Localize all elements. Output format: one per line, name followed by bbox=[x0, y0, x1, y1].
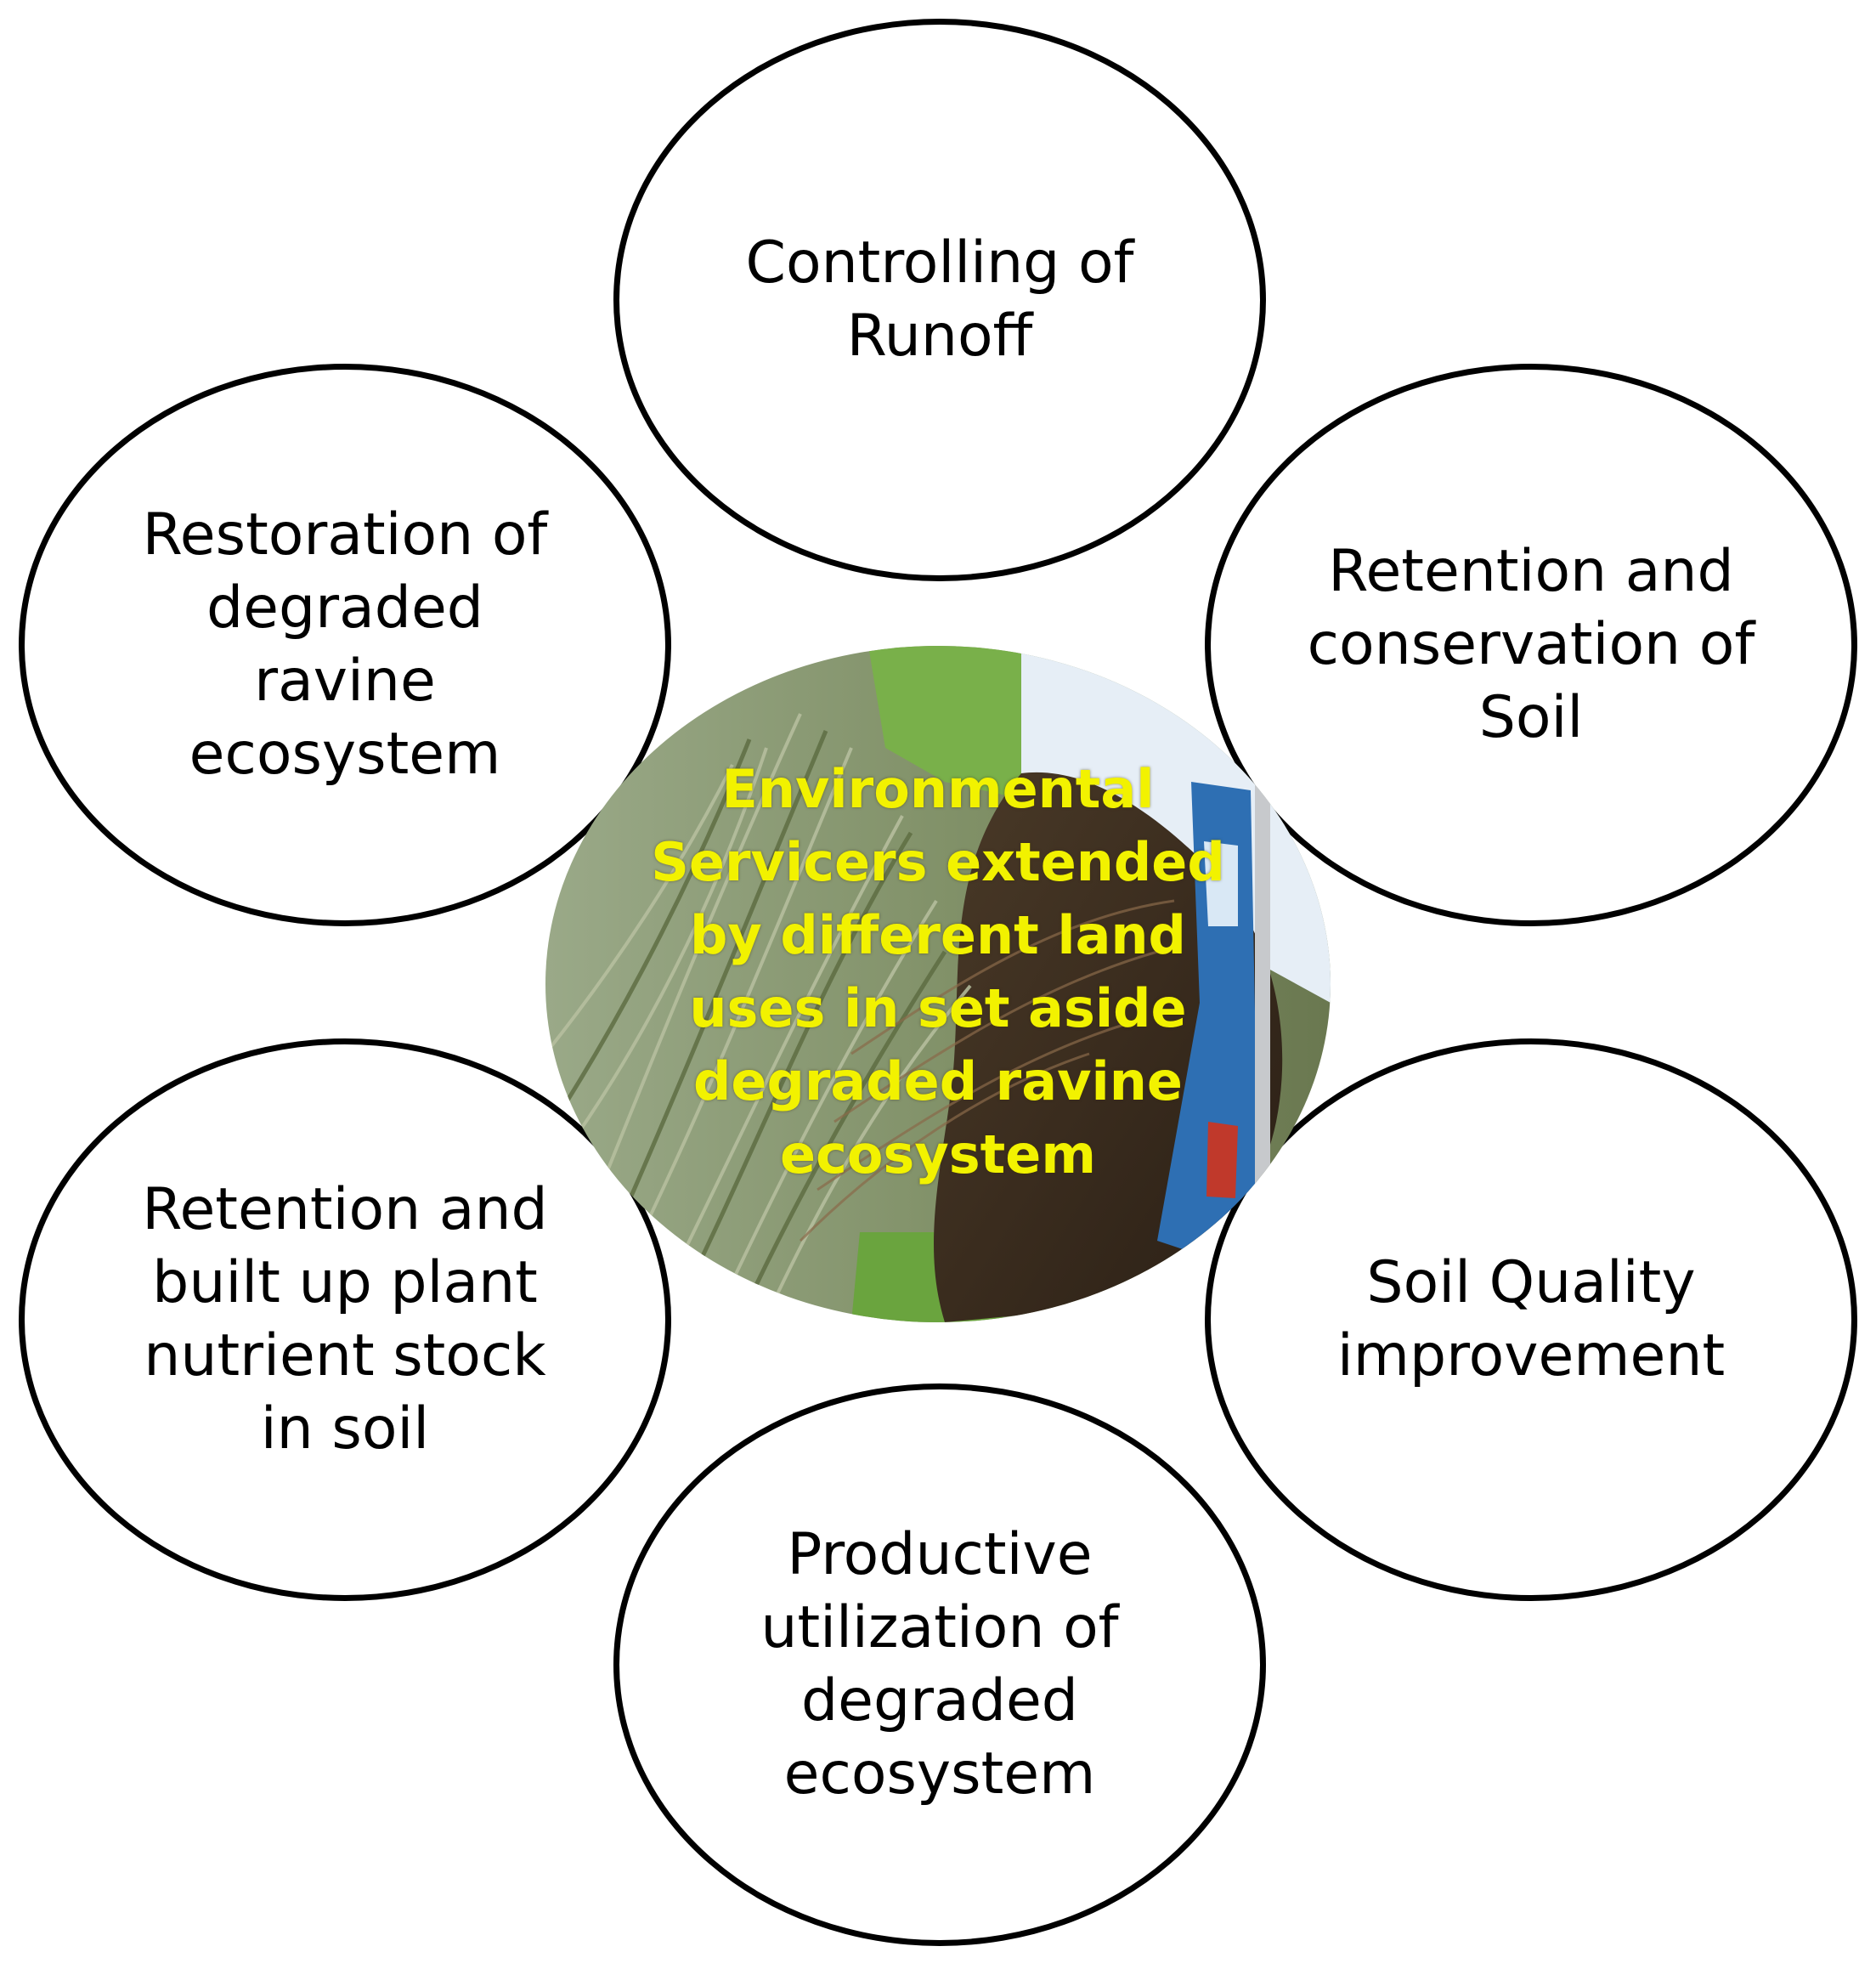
node-controlling-runoff: Controlling of Runoff bbox=[613, 19, 1266, 581]
center-photo-ellipse: Environmental Servicers extended by diff… bbox=[545, 646, 1331, 1322]
node-label: Productive utilization of degraded ecosy… bbox=[760, 1521, 1119, 1808]
node-label: Retention and conservation of Soil bbox=[1307, 538, 1755, 751]
center-label-box: Environmental Servicers extended by diff… bbox=[545, 646, 1331, 1322]
node-label: Soil Quality improvement bbox=[1336, 1249, 1726, 1389]
node-productive-utilization: Productive utilization of degraded ecosy… bbox=[613, 1383, 1266, 1946]
node-restoration: Restoration of degraded ravine ecosystem bbox=[19, 364, 671, 926]
node-label: Retention and built up plant nutrient st… bbox=[142, 1176, 548, 1463]
ravine-photo-image bbox=[545, 646, 1331, 1322]
center-title: Environmental Servicers extended by diff… bbox=[651, 758, 1225, 1185]
node-label: Restoration of degraded ravine ecosystem bbox=[142, 501, 548, 788]
node-label: Controlling of Runoff bbox=[745, 229, 1134, 370]
